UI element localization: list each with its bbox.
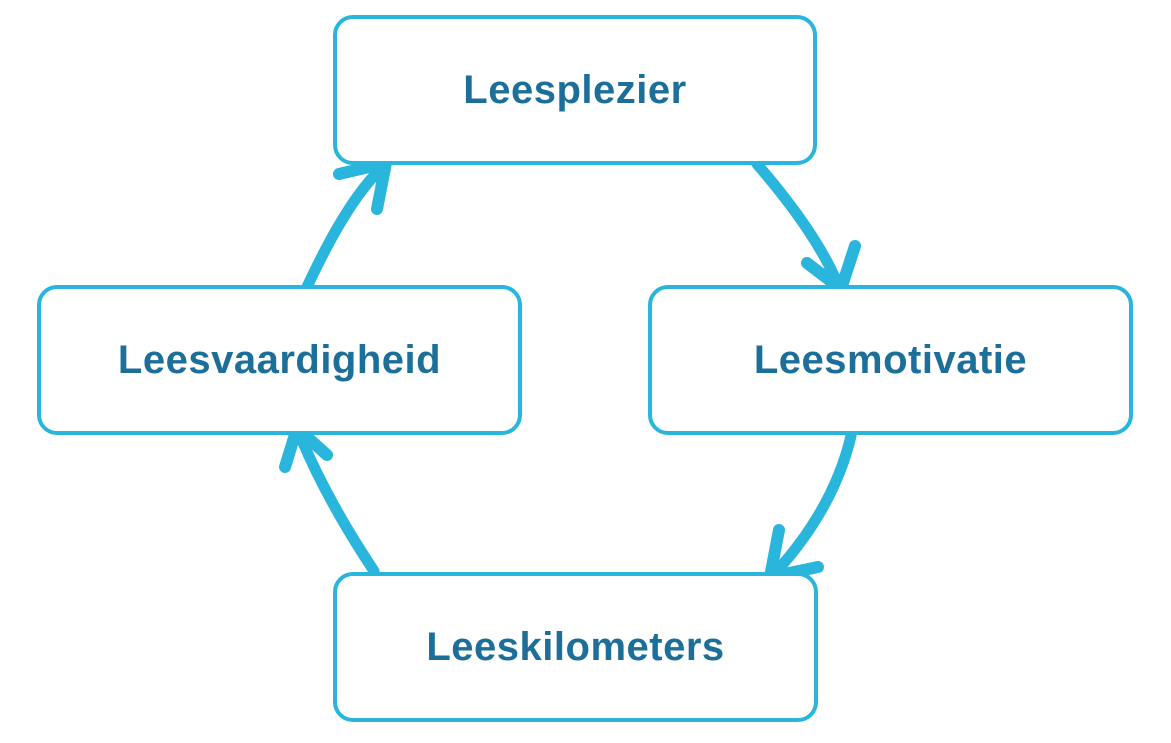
arrow-leesmotivatie-to-leeskilometers bbox=[764, 430, 857, 583]
node-leeskilometers-label: Leeskilometers bbox=[426, 624, 725, 669]
node-leesmotivatie: Leesmotivatie bbox=[648, 285, 1133, 435]
node-leesvaardigheid: Leesvaardigheid bbox=[37, 285, 522, 435]
arrow-curve bbox=[770, 430, 857, 578]
node-leesvaardigheid-label: Leesvaardigheid bbox=[117, 337, 442, 382]
arrow-curve bbox=[301, 162, 388, 293]
node-leesplezier: Leesplezier bbox=[333, 15, 817, 165]
arrow-curve bbox=[295, 432, 380, 577]
arrow-leeskilometers-to-leesvaardigheid bbox=[279, 422, 380, 577]
node-leeskilometers: Leeskilometers bbox=[333, 572, 818, 722]
node-leesmotivatie-label: Leesmotivatie bbox=[753, 337, 1028, 382]
node-leesplezier-label: Leesplezier bbox=[463, 67, 687, 112]
arrow-curve bbox=[751, 158, 842, 286]
arrow-leesplezier-to-leesmotivatie bbox=[751, 158, 861, 295]
arrow-leesvaardigheid-to-leesplezier bbox=[301, 157, 392, 293]
